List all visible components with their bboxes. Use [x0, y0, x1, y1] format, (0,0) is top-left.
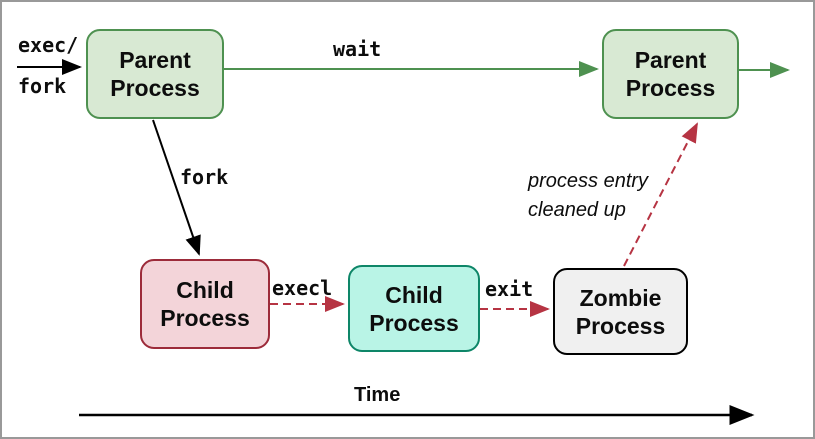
- node-child-process-2-label: Child Process: [369, 281, 459, 336]
- cleanup-note-line-2: cleaned up: [528, 199, 626, 221]
- node-child-process-2: Child Process: [348, 265, 480, 352]
- node-parent-process-2: Parent Process: [602, 29, 739, 119]
- node-parent-process-2-label: Parent Process: [625, 47, 716, 101]
- node-parent-process-1-label: Parent Process: [110, 47, 200, 101]
- edge-label-fork: fork: [180, 165, 229, 189]
- node-child-process-1: Child Process: [140, 259, 270, 349]
- edge-label-fork-left: fork: [18, 74, 67, 98]
- edge-label-wait: wait: [333, 37, 382, 61]
- node-zombie-process-label: Zombie Process: [575, 284, 666, 339]
- node-parent-process-1: Parent Process: [86, 29, 224, 119]
- edge-label-execl: execl: [272, 276, 333, 300]
- cleanup-note-line-1: process entry: [528, 170, 649, 192]
- node-child-process-1-label: Child Process: [160, 277, 250, 331]
- fork-arrow: [152, 119, 201, 256]
- cleanup-arrow: [623, 122, 698, 267]
- node-zombie-process: Zombie Process: [553, 268, 688, 355]
- time-axis-label: Time: [354, 384, 401, 406]
- edge-label-exit: exit: [485, 277, 534, 301]
- edge-label-exec-slash: exec/: [18, 33, 79, 57]
